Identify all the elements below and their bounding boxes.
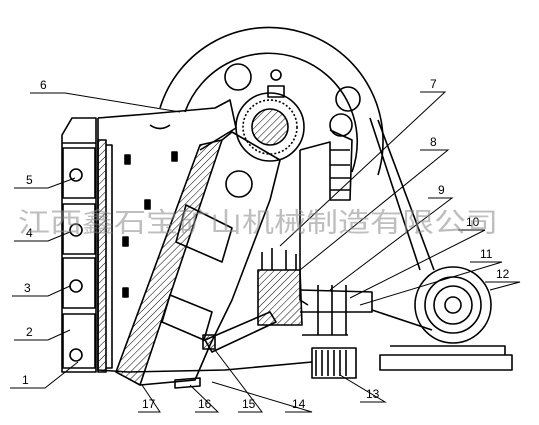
- eccentric-bearing: [235, 92, 305, 162]
- wedge-block-5: [62, 147, 96, 199]
- tension-assembly: [127, 248, 373, 389]
- label-part-14: 14: [292, 397, 306, 411]
- label-part-13: 13: [366, 387, 380, 401]
- label-part-16: 16: [198, 397, 212, 411]
- label-part-17: 17: [142, 397, 156, 411]
- label-part-11: 11: [480, 247, 493, 261]
- label-part-1: 1: [22, 373, 29, 387]
- movable-jaw: [115, 131, 281, 386]
- label-part-15: 15: [242, 397, 256, 411]
- label-part-8: 8: [430, 135, 437, 149]
- label-part-9: 9: [438, 183, 445, 197]
- leader-lines: [10, 91, 521, 413]
- label-part-6: 6: [40, 78, 47, 92]
- fixed-jaw-plate: [97, 139, 113, 373]
- rib-plate: [61, 117, 97, 373]
- wedge-block-4: [62, 203, 96, 255]
- label-part-2: 2: [26, 325, 33, 339]
- company-watermark: 江西鑫石宝矿山机械制造有限公司: [18, 208, 498, 239]
- label-part-5: 5: [26, 173, 33, 187]
- label-part-10: 10: [466, 215, 480, 229]
- wedge-block-3: [62, 257, 96, 309]
- label-part-3: 3: [24, 281, 31, 295]
- label-part-4: 4: [26, 226, 33, 240]
- part-labels: 1 2 3 4 5 6 7 8 9 10 11 12 13 14 15 16 1…: [22, 77, 510, 411]
- flywheel: [159, 26, 384, 198]
- wedge-block-2: [62, 313, 96, 369]
- label-part-12: 12: [496, 267, 510, 281]
- label-part-7: 7: [430, 77, 437, 91]
